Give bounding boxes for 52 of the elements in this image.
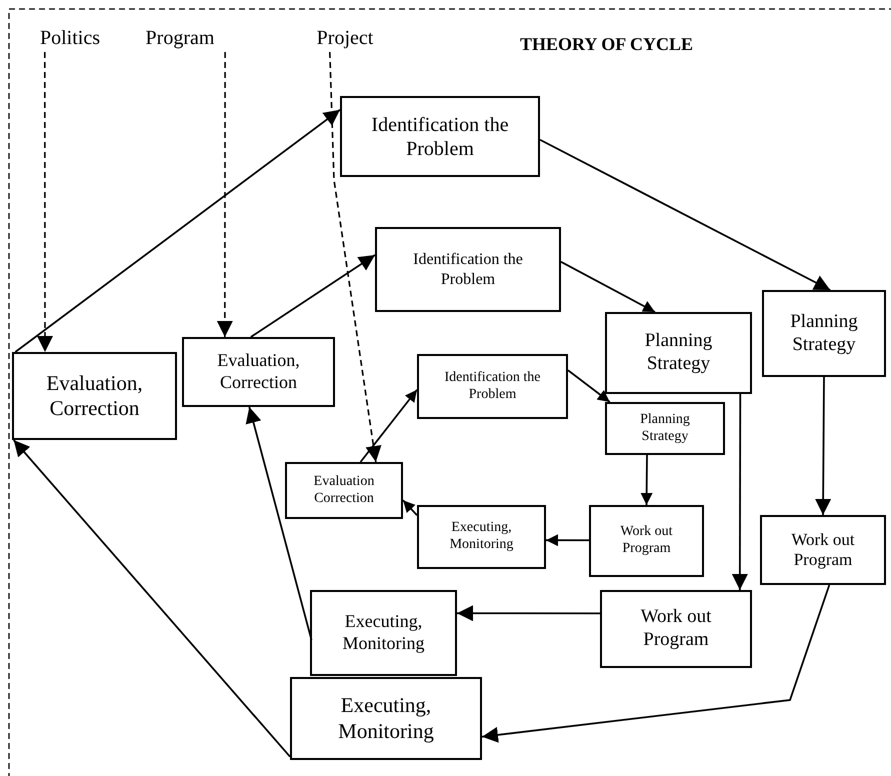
node-text: Work out Program [640, 606, 712, 652]
node-text: Identification the Problem [412, 250, 524, 289]
diagram-title: THEORY OF CYCLE [520, 34, 694, 55]
arrow [560, 261, 656, 313]
dashed-arrow [329, 52, 382, 462]
node-text: Executing, Monitoring [341, 611, 426, 655]
node-text: Work out Program [619, 524, 674, 558]
process-box [340, 96, 540, 177]
process-box [605, 402, 725, 455]
node-text: Executing, Monitoring [448, 520, 514, 554]
process-box [589, 505, 704, 577]
node-text: Evaluation, Correction [45, 370, 144, 422]
arrow [246, 406, 312, 640]
process-box [762, 290, 886, 377]
dashed-arrow [216, 52, 233, 337]
arrow [540, 138, 831, 291]
process-box [310, 590, 457, 676]
process-box [375, 227, 561, 312]
arrow [457, 605, 600, 622]
process-box [760, 515, 886, 585]
node-text: Planning Strategy [639, 412, 691, 446]
arrow [402, 500, 418, 516]
node-text: Identification the Problem [443, 370, 542, 404]
arrow [815, 377, 832, 515]
node-text: Planning Strategy [644, 330, 714, 376]
process-box [290, 677, 482, 760]
node-text: Executing, Monitoring [337, 693, 435, 744]
arrow [546, 534, 589, 546]
arrow [360, 389, 418, 463]
node-text: Evaluation Correction [312, 474, 376, 508]
process-box [285, 462, 403, 519]
process-box [12, 352, 177, 440]
dashed-arrow [37, 52, 53, 352]
node-text: Work out Program [790, 530, 856, 570]
node-text: Politics [40, 26, 100, 50]
arrow [250, 254, 376, 338]
process-box [182, 337, 335, 407]
node-text: Program [146, 26, 214, 50]
node-text: Identification the Problem [370, 112, 510, 160]
process-box [600, 590, 752, 668]
arrow [14, 109, 341, 353]
node-text: Project [316, 26, 374, 50]
process-box [605, 312, 752, 394]
arrow [732, 394, 748, 590]
node-text: Evaluation, Correction [216, 350, 301, 394]
process-box [417, 505, 546, 569]
node-text: Planning Strategy [789, 310, 859, 356]
arrow [482, 584, 830, 743]
process-box [417, 354, 568, 419]
arrow [640, 455, 653, 505]
arrow [12, 439, 291, 758]
arrow [567, 370, 610, 403]
